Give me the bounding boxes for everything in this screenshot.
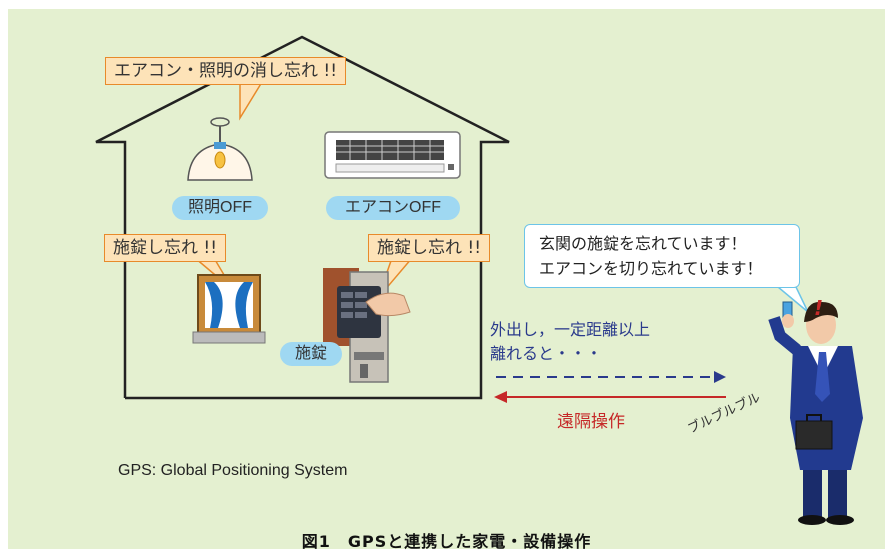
notification-line-1: 玄関の施錠を忘れています！ (539, 234, 747, 253)
footnote: GPS: Global Positioning System (118, 462, 348, 479)
remote-arrow-head (494, 391, 507, 403)
phone-notification-bubble: 玄関の施錠を忘れています！ エアコンを切り忘れています！ (524, 224, 800, 288)
label-light-off: 照明OFF (172, 196, 268, 220)
ceiling-lamp-icon (187, 117, 253, 181)
house-outline (95, 35, 510, 400)
dashed-arrow-head (714, 371, 726, 383)
door-lock-icon (323, 268, 411, 383)
exclamation-mark: ! (814, 296, 824, 320)
distance-description: 外出し，一定距離以上 離れると・・・ (490, 318, 650, 366)
window-icon (192, 274, 266, 344)
remote-operation-label: 遠隔操作 (557, 412, 625, 432)
distance-line-1: 外出し，一定距離以上 (490, 320, 651, 339)
label-lock: 施錠 (280, 342, 342, 366)
distance-line-2: 離れると・・・ (490, 344, 603, 363)
businessman-icon (768, 301, 863, 525)
air-conditioner-icon (324, 131, 461, 179)
callout-forgot-lock-door: 施錠し忘れ !! (368, 234, 491, 262)
notification-line-2: エアコンを切り忘れています！ (539, 259, 763, 278)
callout-forgot-aircon-light: エアコン・照明の消し忘れ !! (105, 57, 347, 85)
label-aircon-off: エアコンOFF (326, 196, 460, 220)
figure-caption: 図1 GPSと連携した家電・設備操作 (301, 532, 592, 551)
callout-tail-top (239, 81, 264, 121)
callout-forgot-lock-window: 施錠し忘れ !! (104, 234, 227, 262)
